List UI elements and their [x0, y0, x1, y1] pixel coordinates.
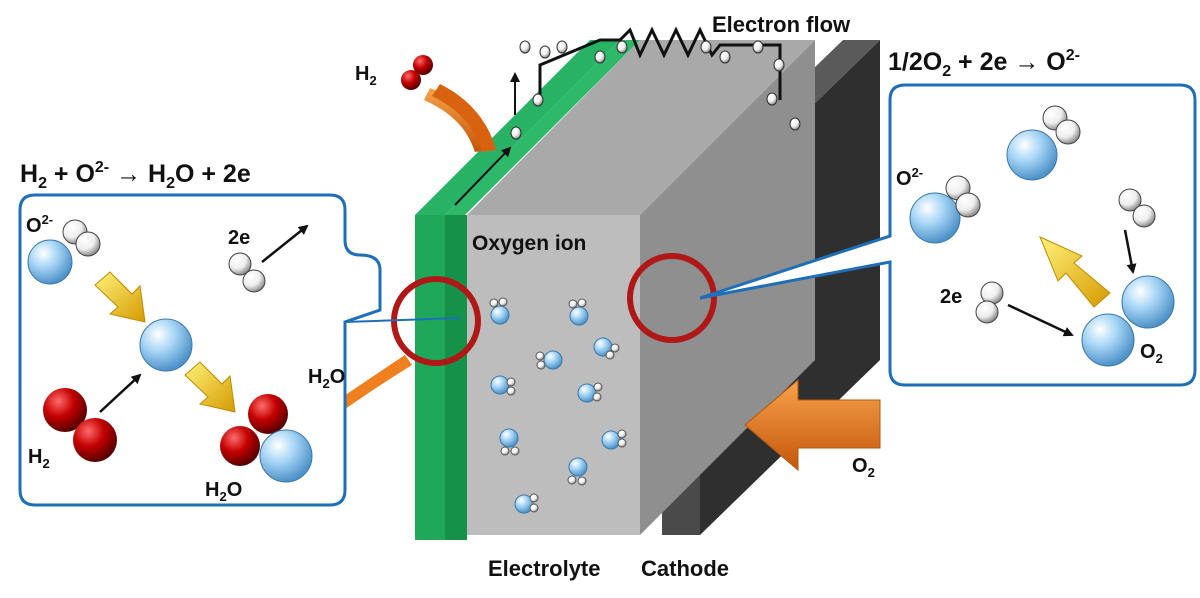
electron-arrows	[454, 72, 520, 206]
electron-flow-label: Electron flow	[712, 12, 851, 37]
o2-inflow-label: O2	[852, 455, 875, 480]
cathode-label: Cathode	[641, 556, 729, 581]
left-yellow-arrow-2	[184, 361, 236, 413]
left-two-e-label: 2e	[228, 227, 250, 249]
h2o-outflow-label: H2O	[308, 366, 345, 391]
oxygen-ion-label: Oxygen ion	[472, 232, 586, 255]
left-h2-label: H2	[28, 446, 50, 471]
right-electrons-bottom	[975, 281, 1074, 337]
right-yellow-arrow	[1039, 236, 1111, 308]
right-o2minus-molecule	[909, 175, 981, 244]
left-two-electrons	[228, 224, 309, 293]
right-o2-molecule-top	[1006, 105, 1081, 181]
right-o2minus-label: O2-	[896, 165, 923, 190]
left-h2-molecule	[43, 373, 142, 462]
external-circuit	[538, 26, 782, 100]
circuit-electrons	[510, 40, 801, 140]
h2-molecule-top	[401, 55, 433, 90]
left-yellow-arrow-1	[94, 271, 146, 323]
left-oxygen-ion-center	[139, 318, 193, 372]
right-o2-label: O2	[1140, 341, 1163, 366]
h2-inflow-label: H2	[355, 63, 377, 88]
anode-reaction-equation: H2 + O2- → H2O + 2e	[20, 159, 251, 192]
left-h2o-label: H2O	[205, 479, 242, 504]
right-two-e-label: 2e	[940, 286, 962, 308]
left-h2o-molecule	[220, 394, 313, 483]
o2-inflow-arrow	[744, 378, 881, 472]
right-electrons-top	[1118, 188, 1156, 274]
left-o2minus-molecule	[27, 219, 101, 285]
left-o2minus-label: O2-	[26, 212, 53, 237]
electrolyte-label: Electrolyte	[488, 556, 601, 581]
h2-inflow-arrow	[424, 88, 488, 152]
cathode-reaction-equation: 1/2O2 + 2e → O2-	[888, 47, 1080, 80]
right-o2-molecule-bottom	[1081, 275, 1175, 367]
cathode-interface-marker	[627, 253, 717, 343]
oxygen-ions	[489, 297, 627, 514]
h2-inflow-arrow-body	[432, 84, 496, 152]
